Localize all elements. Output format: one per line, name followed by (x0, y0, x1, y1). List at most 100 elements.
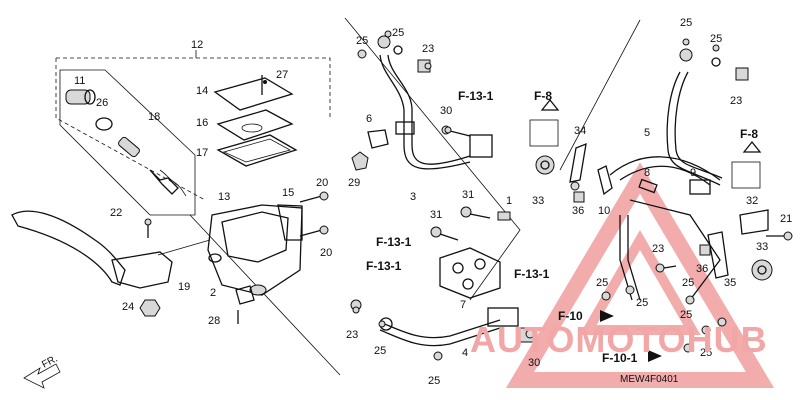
callout-20-upper: 20 (316, 177, 328, 189)
f10-arrow (600, 310, 614, 322)
callout-11: 11 (74, 75, 85, 87)
washer-25e (601, 291, 611, 301)
callout-32: 32 (746, 195, 758, 207)
callout-25-d: 25 (428, 375, 440, 387)
callout-16: 16 (196, 117, 208, 129)
seal-kit-outline (59, 69, 196, 216)
bolt-23d (717, 317, 727, 327)
callout-23-b: 23 (346, 329, 358, 341)
f8-arrow-left (529, 98, 560, 147)
callout-31-b: 31 (430, 209, 442, 221)
callout-33-a: 33 (532, 195, 544, 207)
bolt-29 (351, 151, 369, 171)
washer-25k (712, 44, 720, 52)
washer-25i (683, 343, 693, 353)
washer-25j (682, 38, 690, 46)
bolt-21 (766, 231, 793, 241)
abs-modulator (439, 247, 501, 299)
group-12-outline (55, 57, 331, 201)
callout-23-c: 23 (730, 95, 742, 107)
washer-25d (433, 351, 443, 361)
callout-26: 26 (96, 97, 108, 109)
callout-9: 9 (690, 167, 696, 179)
boundary-left (189, 214, 341, 376)
joint-9 (689, 179, 711, 195)
bracket-10 (597, 165, 613, 196)
bolt-20-lower (299, 225, 329, 237)
clip-8 (638, 178, 658, 194)
callout-25-j: 25 (680, 309, 692, 321)
callout-14: 14 (196, 85, 208, 97)
callout-29: 29 (348, 177, 360, 189)
leader-lever (157, 239, 211, 256)
callout-30-b: 30 (528, 357, 540, 369)
callout-25-k: 25 (700, 347, 712, 359)
ref-f10: F-10 (558, 309, 583, 323)
sensor-34 (569, 142, 587, 191)
bolt-30a (444, 126, 452, 134)
bolt-33-upper (535, 155, 555, 175)
callout-25-e: 25 (680, 17, 692, 29)
callout-7: 7 (460, 299, 466, 311)
callout-25-g: 25 (596, 277, 608, 289)
bolt-20-upper (299, 191, 329, 203)
ref-f13-1-top: F-13-1 (458, 89, 494, 103)
brake-lever (11, 210, 173, 289)
washer-25f (625, 285, 635, 295)
callout-2: 2 (210, 287, 216, 299)
callout-4: 4 (462, 347, 468, 359)
f101-arrow (648, 350, 662, 362)
cap-plate (216, 109, 294, 141)
callout-22: 22 (110, 207, 122, 219)
callout-25-h: 25 (636, 297, 648, 309)
callout-27: 27 (276, 69, 288, 81)
boundary-mid (344, 17, 521, 301)
callout-12: 12 (191, 39, 203, 51)
reservoir-cap (213, 77, 294, 111)
callout-8: 8 (644, 167, 650, 179)
front-arrow-icon (23, 363, 61, 389)
callout-23-d: 23 (652, 243, 664, 255)
callout-33-b: 33 (756, 241, 768, 253)
ref-f10-1: F-10-1 (602, 351, 638, 365)
callout-6: 6 (366, 113, 372, 125)
callout-3: 3 (410, 191, 416, 203)
callout-25-a: 25 (356, 35, 368, 47)
callout-31-a: 31 (462, 189, 474, 201)
grommet-36-upper (573, 191, 585, 203)
ref-f13-1-right: F-13-1 (514, 267, 550, 281)
callout-36-a: 36 (572, 205, 584, 217)
brake-hose-upper (377, 35, 471, 170)
callout-13: 13 (218, 191, 230, 203)
piston-cup (65, 89, 96, 105)
piston-assy (118, 136, 187, 197)
boundary-right (559, 19, 641, 171)
callout-25-f: 25 (710, 33, 722, 45)
bolt-31-lower (430, 226, 459, 241)
ref-f8-right: F-8 (740, 127, 758, 141)
washer-25h (701, 325, 711, 335)
ref-f13-1-mid: F-13-1 (376, 235, 412, 249)
bolt-23b (352, 306, 360, 314)
callout-30-a: 30 (440, 105, 452, 117)
callout-20-lower: 20 (320, 247, 332, 259)
bolt-33-lower (751, 259, 773, 281)
washer-25b (384, 30, 392, 38)
callout-25-i: 25 (682, 277, 694, 289)
callout-36-b: 36 (696, 263, 708, 275)
sensor-35 (707, 231, 729, 279)
brake-hose-right (666, 48, 749, 186)
callout-28: 28 (208, 315, 220, 327)
diagram-code: MEW4F0401 (620, 374, 679, 385)
washer-25a (357, 49, 367, 59)
circlip (95, 117, 113, 131)
washer-1 (497, 211, 511, 221)
stay-32 (739, 209, 769, 235)
callout-1: 1 (506, 195, 512, 207)
bolt-31-upper (460, 206, 491, 219)
holder-15 (277, 204, 303, 241)
brake-pipe-5 (609, 156, 721, 301)
front-label: FR. (40, 353, 59, 370)
callout-18: 18 (148, 111, 160, 123)
